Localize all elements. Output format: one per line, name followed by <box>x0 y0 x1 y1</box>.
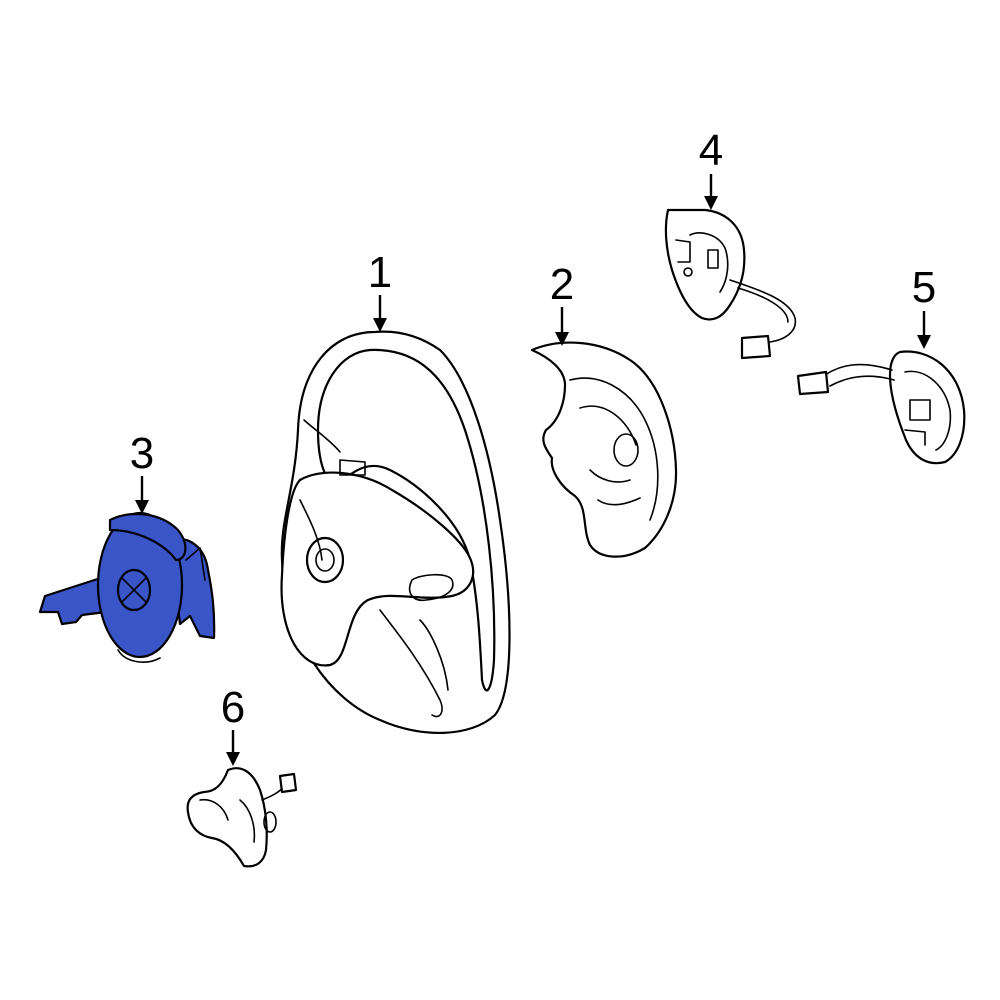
callout-6: 6 <box>221 683 245 766</box>
callout-3: 3 <box>130 429 154 514</box>
part-2-airbag-cover[interactable] <box>530 341 678 558</box>
callout-number: 5 <box>912 263 936 312</box>
callout-number: 1 <box>368 248 392 297</box>
callout-1: 1 <box>368 248 392 332</box>
callout-4: 4 <box>699 126 723 210</box>
callout-number: 3 <box>130 429 154 478</box>
callout-number: 4 <box>699 126 723 175</box>
part-6-paddle-switch[interactable] <box>186 767 298 868</box>
callout-number: 6 <box>221 683 245 732</box>
callout-5: 5 <box>912 263 936 349</box>
part-3-clock-spring[interactable] <box>38 511 216 663</box>
part-1-steering-wheel[interactable] <box>280 330 511 734</box>
callout-number: 2 <box>550 260 574 309</box>
callout-2: 2 <box>550 260 574 346</box>
part-5-switch[interactable] <box>796 350 966 465</box>
part-4-switch[interactable] <box>664 208 797 360</box>
